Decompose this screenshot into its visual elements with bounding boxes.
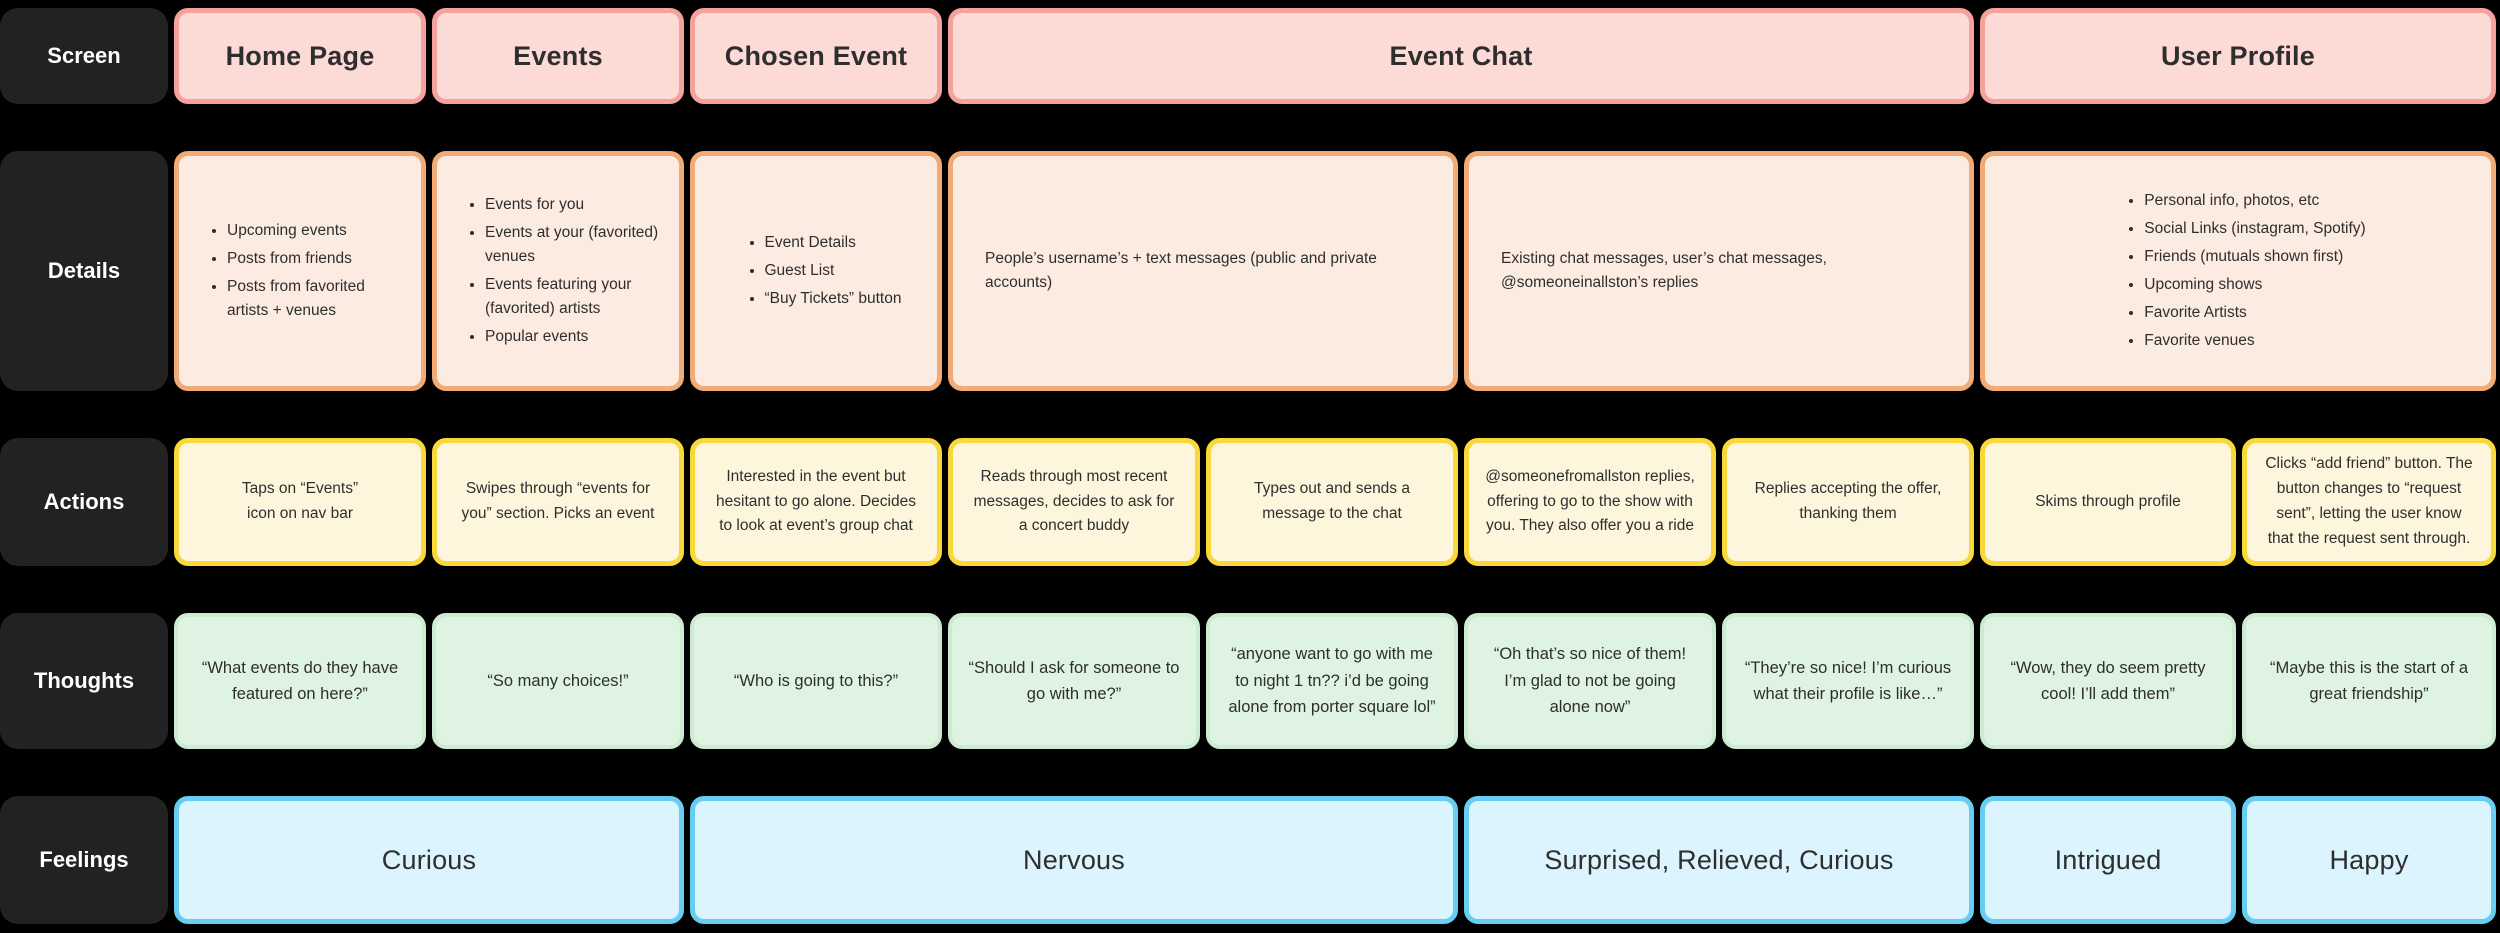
list-item: Friends (mutuals shown first)	[2144, 245, 2365, 269]
action-clicks-add-friend: Clicks “add friend” button. The button c…	[2242, 438, 2496, 566]
action-skims-profile: Skims through profile	[1980, 438, 2236, 566]
feeling-intrigued: Intrigued	[1980, 796, 2236, 924]
feeling-nervous: Nervous	[690, 796, 1458, 924]
screen-events: Events	[432, 8, 684, 104]
list-item: Upcoming shows	[2144, 273, 2365, 297]
details-user-profile: Personal info, photos, etcSocial Links (…	[1980, 151, 2496, 391]
row-label-details: Details	[0, 151, 168, 391]
thought-should-i-ask: “Should I ask for someone to go with me?…	[948, 613, 1200, 749]
row-label-feelings: Feelings	[0, 796, 168, 924]
details-event-chat-replies: Existing chat messages, user’s chat mess…	[1464, 151, 1974, 391]
list-item: “Buy Tickets” button	[765, 287, 902, 311]
list-item: Upcoming events	[227, 219, 407, 243]
list-item: Posts from favorited artists + venues	[227, 275, 407, 323]
feeling-curious: Curious	[174, 796, 684, 924]
details-event-chat-messages: People’s username’s + text messages (pub…	[948, 151, 1458, 391]
row-label-screen: Screen	[0, 8, 168, 104]
thought-so-many-choices: “So many choices!”	[432, 613, 684, 749]
list-item: Posts from friends	[227, 247, 407, 271]
list-item: Event Details	[765, 231, 902, 255]
details-user-profile-list: Personal info, photos, etcSocial Links (…	[2096, 185, 2379, 357]
action-receives-reply: @someonefromallston replies, offering to…	[1464, 438, 1716, 566]
thought-ill-add-them: “Wow, they do seem pretty cool! I’ll add…	[1980, 613, 2236, 749]
list-item: Events for you	[485, 193, 665, 217]
feeling-happy: Happy	[2242, 796, 2496, 924]
thought-curious-about-profile: “They’re so nice! I’m curious what their…	[1722, 613, 1974, 749]
action-taps-events-icon: Taps on “Events” icon on nav bar	[174, 438, 426, 566]
feeling-surprised-relieved-curious: Surprised, Relieved, Curious	[1464, 796, 1974, 924]
details-events: Events for youEvents at your (favorited)…	[432, 151, 684, 391]
details-event-chat-replies-text: Existing chat messages, user’s chat mess…	[1501, 249, 1827, 291]
action-accepts-offer: Replies accepting the offer, thanking th…	[1722, 438, 1974, 566]
list-item: Favorite venues	[2144, 329, 2365, 353]
details-events-list: Events for youEvents at your (favorited)…	[437, 189, 679, 353]
list-item: Favorite Artists	[2144, 301, 2365, 325]
details-chosen-event-list: Event DetailsGuest List “Buy Tickets” but…	[717, 227, 916, 315]
list-item: Personal info, photos, etc	[2144, 189, 2365, 213]
details-event-chat-messages-text: People’s username’s + text messages (pub…	[985, 249, 1377, 291]
screen-user-profile: User Profile	[1980, 8, 2496, 104]
action-looks-at-group-chat: Interested in the event but hesitant to …	[690, 438, 942, 566]
details-home-page-list: Upcoming eventsPosts from friendsPosts f…	[179, 215, 421, 327]
list-item: Events at your (favorited) venues	[485, 221, 665, 269]
thought-anyone-want-to-go: “anyone want to go with me to night 1 tn…	[1206, 613, 1458, 749]
list-item: Events featuring your (favorited) artist…	[485, 273, 665, 321]
list-item: Social Links (instagram, Spotify)	[2144, 217, 2365, 241]
list-item: Popular events	[485, 325, 665, 349]
details-home-page: Upcoming eventsPosts from friendsPosts f…	[174, 151, 426, 391]
screen-event-chat: Event Chat	[948, 8, 1974, 104]
thought-start-of-friendship: “Maybe this is the start of a great frie…	[2242, 613, 2496, 749]
thought-who-is-going: “Who is going to this?”	[690, 613, 942, 749]
action-sends-message: Types out and sends a message to the cha…	[1206, 438, 1458, 566]
screen-home-page: Home Page	[174, 8, 426, 104]
details-chosen-event: Event DetailsGuest List “Buy Tickets” but…	[690, 151, 942, 391]
screen-chosen-event: Chosen Event	[690, 8, 942, 104]
row-label-actions: Actions	[0, 438, 168, 566]
action-swipes-events-for-you: Swipes through “events for you” section.…	[432, 438, 684, 566]
thought-so-nice-of-them: “Oh that’s so nice of them! I’m glad to …	[1464, 613, 1716, 749]
list-item: Guest List	[765, 259, 902, 283]
row-label-thoughts: Thoughts	[0, 613, 168, 749]
thought-what-events: “What events do they have featured on he…	[174, 613, 426, 749]
action-reads-messages: Reads through most recent messages, deci…	[948, 438, 1200, 566]
